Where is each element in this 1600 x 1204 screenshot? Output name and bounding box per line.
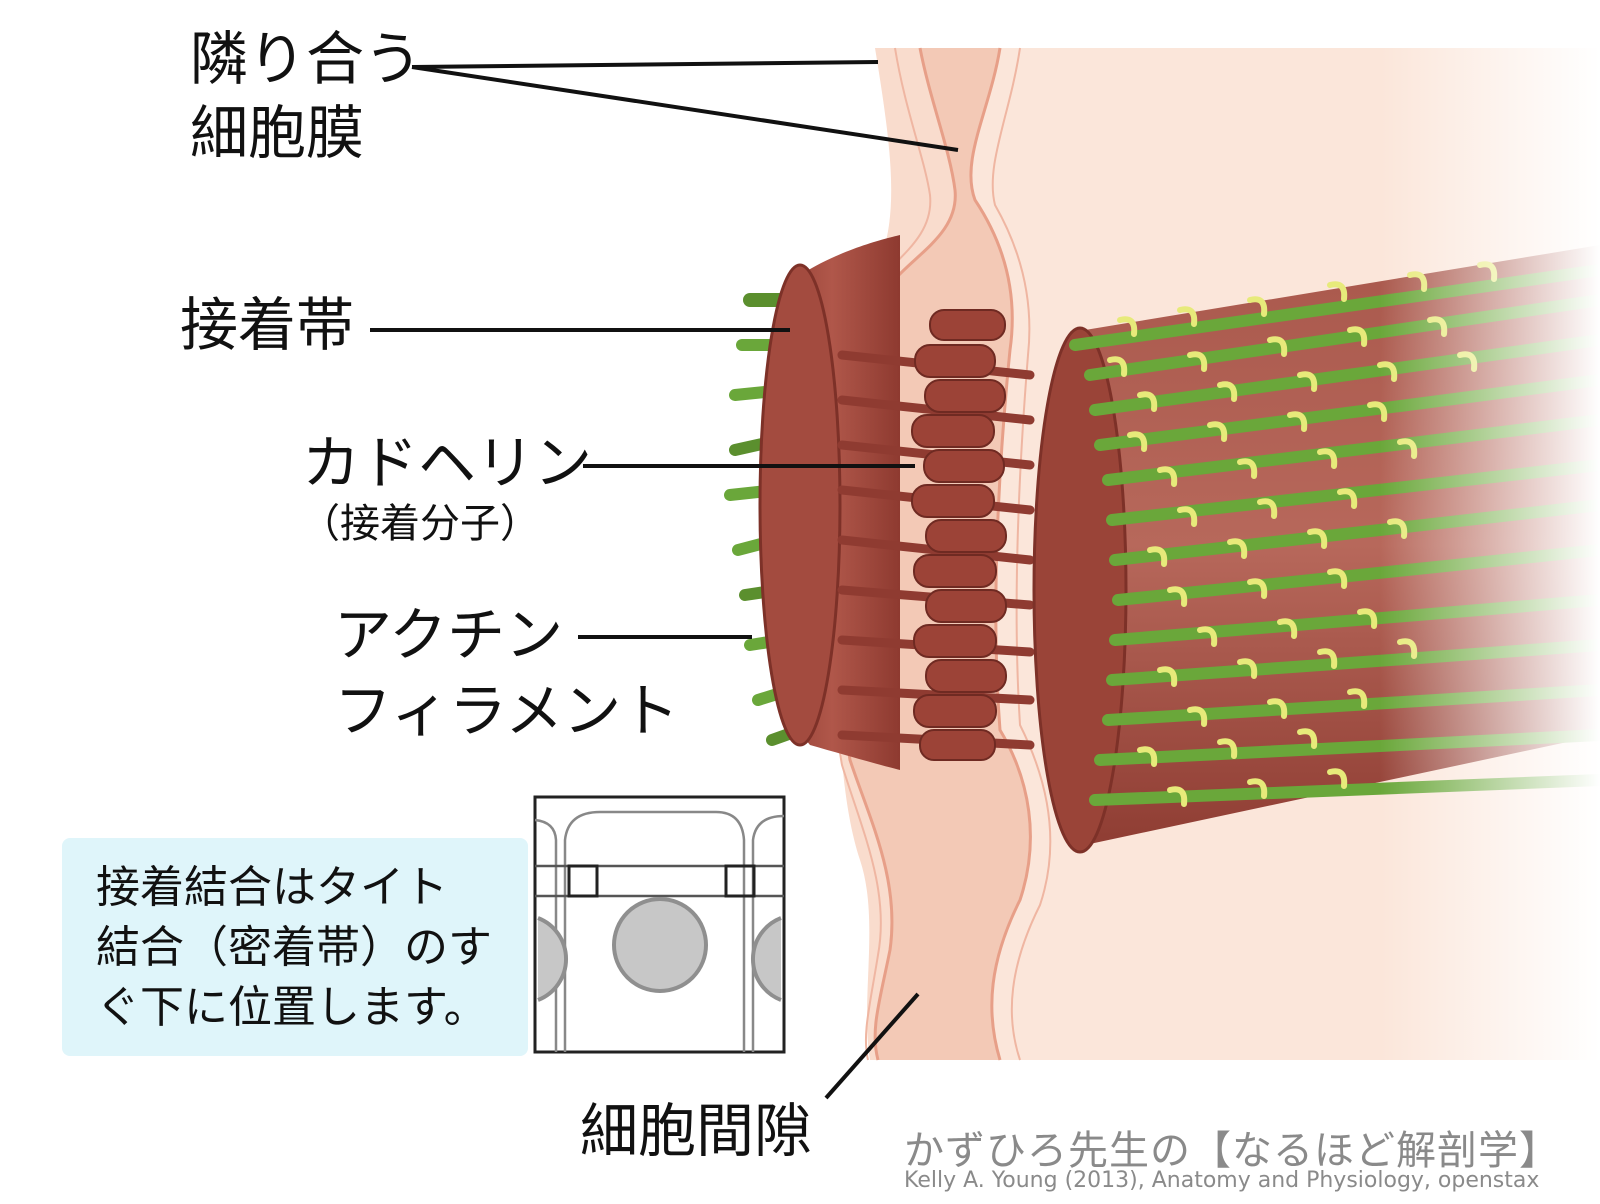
right-fade [1380,0,1600,1204]
label-actin-2: フィラメント [334,677,680,745]
label-adjacent-membrane-2: 細胞膜 [190,99,365,167]
note-box [62,838,528,1056]
label-cadherin-sub: （接着分子） [300,501,540,547]
epithelial-cell-inset-icon [533,795,786,1054]
left-plaque-face [758,263,842,747]
note-text: 接着結合はタイト 結合（密着帯）のす ぐ下に位置します。 [96,858,492,1037]
label-intercellular-space: 細胞間隙 [580,1097,813,1165]
label-actin-1: アクチン [334,601,564,669]
cadherin-stack [911,309,1007,761]
membrane-line-inner-right [991,47,1052,1061]
credit-source: Kelly A. Young (2013), Anatomy and Physi… [904,1168,1540,1193]
label-adjacent-membrane-1: 隣り合う [190,25,423,93]
note-line-3: ぐ下に位置します。 [96,981,488,1033]
leader-lines [370,60,959,1100]
credit-title: かずひろ先生の【なるほど解剖学】 [904,1128,1560,1174]
note-line-2: 結合（密着帯）のす [96,921,492,973]
label-adhesion-belt: 接着帯 [180,291,355,359]
note-line-1: 接着結合はタイト [96,862,448,913]
label-cadherin: カドヘリン [302,429,593,497]
